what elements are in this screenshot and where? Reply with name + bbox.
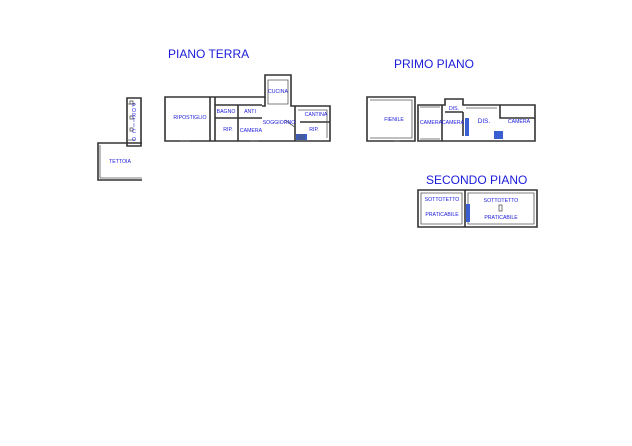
portico-letter: T	[132, 118, 136, 124]
portico-letter: C	[132, 129, 136, 135]
dis-small-label: DIS.	[449, 106, 459, 112]
rip-left-label: RIP.	[223, 127, 232, 133]
praticabile-left-label: PRATICABILE	[425, 212, 459, 218]
praticabile-right-label: PRATICABILE	[484, 215, 518, 221]
cantina-label: CANTINA	[305, 112, 328, 118]
cucina-label: CUCINA	[268, 89, 288, 95]
camera-first-label: CAMERA	[508, 119, 531, 125]
tettoia-walls	[97, 142, 142, 181]
anti-label: ANTI	[244, 109, 256, 115]
second-floor-title: SECONDO PIANO	[426, 173, 527, 187]
sottotetto-left-label: SOTTOTETTO	[425, 197, 460, 203]
stair-icon	[465, 118, 469, 136]
portico-letter: R	[132, 113, 136, 119]
dis-label: DIS.	[478, 118, 491, 125]
first-floor-title: PRIMO PIANO	[394, 57, 474, 71]
sottotetto-right-label: SOTTOTETTO	[484, 198, 519, 204]
bagno-label: BAGNO	[217, 109, 236, 115]
stair-icon	[466, 204, 470, 222]
camera-ground-label: CAMERA	[240, 128, 263, 134]
portico-letter: P	[132, 103, 136, 109]
portico-letter: O	[132, 108, 136, 114]
second-floor-walls	[417, 189, 538, 228]
second-floor: SECONDO PIANO SOTTOTETTO PRATICABILE SOT…	[417, 173, 538, 228]
stair-icon	[296, 134, 307, 140]
ground-floor: PIANO TERRA P O R T I C O TETTOIA	[97, 47, 331, 181]
first-floor: PRIMO PIANO FIENILE CAMERA DIS. CAMERA D…	[366, 57, 536, 142]
stair-icon	[494, 131, 503, 139]
camera-first-label: CAMERA	[442, 120, 465, 126]
portico-letter: I	[133, 123, 134, 129]
first-floor-walls	[366, 96, 536, 142]
fienile-label: FIENILE	[384, 117, 404, 123]
rip-right-label: RIP.	[309, 127, 318, 133]
portico-walls	[126, 97, 142, 147]
soggiorno-label: SOGGIORNO	[263, 120, 296, 126]
tettoia-label: TETTOIA	[109, 159, 131, 165]
ripostiglio-label: RIPOSTIGLIO	[173, 115, 206, 121]
ground-floor-title: PIANO TERRA	[168, 47, 249, 61]
camera-first-label: CAMERA	[420, 120, 443, 126]
portico-letter: O	[132, 137, 136, 143]
ground-main-walls	[164, 74, 331, 142]
